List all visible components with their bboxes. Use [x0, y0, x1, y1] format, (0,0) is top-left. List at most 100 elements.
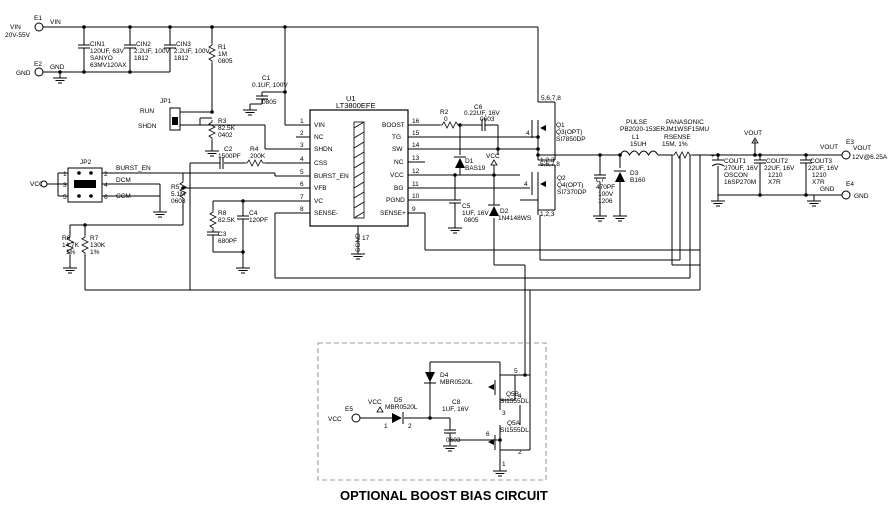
- svg-text:1%: 1%: [66, 249, 76, 256]
- svg-text:0.1UF, 100V: 0.1UF, 100V: [252, 82, 288, 89]
- svg-text:270UF, 16V: 270UF, 16V: [724, 165, 759, 172]
- c2: C2 1500PF: [218, 146, 241, 170]
- q5a-mosfet: Q5A SI1555DL 6 1 2: [486, 420, 529, 468]
- cout1: + COUT1 270UF, 16V OSCON 16SP270M: [711, 153, 759, 186]
- svg-text:Q2: Q2: [557, 175, 566, 182]
- port-e5-net: VCC: [328, 416, 342, 423]
- svg-text:12: 12: [412, 168, 420, 175]
- svg-text:VCC: VCC: [368, 399, 382, 406]
- svg-text:0: 0: [444, 116, 448, 123]
- gnd-out-label: GND: [820, 186, 835, 193]
- cin2: CIN2 2.2UF, 100V 1812: [123, 41, 170, 62]
- jp1-jumper[interactable]: JP1 RUN SHDN: [138, 98, 181, 131]
- svg-text:200K: 200K: [250, 153, 266, 160]
- svg-text:SI1555DL: SI1555DL: [500, 398, 529, 405]
- gnd-rail-label: GND: [50, 64, 65, 71]
- vcc-node: VCC: [486, 153, 500, 166]
- svg-text:PULSE: PULSE: [626, 119, 648, 126]
- svg-text:0805: 0805: [218, 58, 233, 65]
- port-e1[interactable]: E1 VIN 20V-55V VIN: [5, 15, 61, 39]
- q1-mosfet[interactable]: Q1 Q3(OPT) SI7850DP 4 5,6,7,8: [526, 95, 586, 161]
- vin-rail-label: VIN: [50, 19, 61, 26]
- svg-text:SI7370DP: SI7370DP: [557, 189, 587, 196]
- cout3: COUT3 22UF, 16V 1210 X7R: [799, 158, 839, 186]
- svg-text:VCC: VCC: [30, 181, 44, 188]
- svg-text:63MV120AX: 63MV120AX: [90, 62, 127, 69]
- svg-text:82.5K: 82.5K: [218, 125, 236, 132]
- r7: R7 130K 1%: [81, 234, 106, 256]
- svg-text:SHDN: SHDN: [138, 123, 157, 130]
- c7: C7 470PF 100V 1206: [593, 174, 615, 205]
- port-e4[interactable]: E4 GND GND: [820, 181, 869, 200]
- svg-text:RSENSE: RSENSE: [664, 134, 691, 141]
- c6: C6 0.22UF, 16V 0603: [464, 104, 500, 132]
- svg-text:1: 1: [502, 461, 506, 468]
- jp2-jumper[interactable]: JP2 1 2 3 4 5 6 VCC BURST_EN DCM CCM: [30, 159, 151, 203]
- boost-bias-circuit: OPTIONAL BOOST BIAS CIRCUIT VCC D5 MBR05…: [317, 342, 548, 503]
- q5b-mosfet: Q5B SI1555DL 5 4 3: [488, 368, 529, 417]
- svg-text:Q4(OPT): Q4(OPT): [557, 182, 583, 189]
- svg-text:1: 1: [384, 423, 388, 430]
- d1-diode: D1 BAS19: [454, 156, 486, 172]
- svg-text:BURST_EN: BURST_EN: [314, 173, 349, 180]
- svg-text:VC: VC: [314, 198, 323, 205]
- svg-text:120UF, 63V: 120UF, 63V: [90, 48, 125, 55]
- port-e3[interactable]: E3 VOUT 12V@6.25A VOUT: [820, 139, 888, 161]
- svg-text:Q5B: Q5B: [506, 391, 519, 398]
- u1-sgnd: SGND: [355, 233, 362, 252]
- svg-text:5.1M: 5.1M: [171, 191, 185, 198]
- port-e1-desc: 20V-55V: [5, 32, 31, 39]
- svg-text:1210: 1210: [768, 172, 783, 179]
- svg-text:X7R: X7R: [812, 179, 825, 186]
- svg-text:PB2020-153: PB2020-153: [620, 126, 657, 133]
- svg-text:1M: 1M: [218, 51, 227, 58]
- svg-text:14.7K: 14.7K: [62, 242, 80, 249]
- port-e5[interactable]: E5 VCC: [328, 406, 361, 423]
- svg-text:11: 11: [412, 181, 419, 188]
- port-e2-ref: E2: [34, 61, 42, 68]
- svg-text:2: 2: [408, 423, 412, 430]
- svg-text:8: 8: [300, 206, 304, 213]
- svg-text:1N4148WS: 1N4148WS: [498, 215, 532, 222]
- svg-text:3: 3: [63, 182, 67, 189]
- svg-text:JP2: JP2: [80, 159, 92, 166]
- svg-text:R8: R8: [218, 210, 227, 217]
- d5-diode: D5 MBR0520L 1 2: [384, 397, 418, 430]
- svg-text:VFB: VFB: [314, 185, 327, 192]
- svg-text:22UF, 16V: 22UF, 16V: [808, 165, 839, 172]
- svg-text:2: 2: [104, 171, 108, 178]
- svg-text:6: 6: [104, 194, 108, 201]
- port-e2[interactable]: E2 GND GND: [16, 61, 65, 77]
- u1-controller[interactable]: U1 LT3800EFE SGND 17 VIN 1 NC 2 SHDN 3 C…: [300, 94, 420, 252]
- svg-text:13: 13: [412, 155, 420, 162]
- svg-text:130K: 130K: [90, 242, 106, 249]
- c1: C1 0.1UF, 100V 0805: [252, 75, 288, 106]
- vout-rail-label: VOUT: [820, 144, 838, 151]
- svg-text:6: 6: [486, 431, 490, 438]
- svg-text:R1: R1: [218, 44, 227, 51]
- svg-text:C2: C2: [224, 146, 233, 153]
- u1-part: LT3800EFE: [336, 101, 375, 110]
- l1-inductor: PULSE PB2020-153 L1 15UH: [619, 119, 659, 156]
- svg-text:SANYO: SANYO: [90, 55, 113, 62]
- q2-mosfet[interactable]: Q2 Q4(OPT) SI7370DP 4 5,6,7,8 1,2,3 1,2,…: [524, 157, 587, 218]
- svg-text:14: 14: [412, 142, 420, 149]
- r4: R4 200K: [244, 146, 266, 167]
- d4-diode: D4 MBR0520L: [424, 372, 473, 386]
- svg-text:R3: R3: [218, 118, 227, 125]
- svg-text:SW: SW: [392, 146, 403, 153]
- svg-text:82.5K: 82.5K: [218, 217, 236, 224]
- svg-text:X7R: X7R: [768, 179, 781, 186]
- svg-text:TG: TG: [392, 134, 401, 141]
- svg-text:1206: 1206: [598, 198, 613, 205]
- svg-text:4: 4: [104, 182, 108, 189]
- svg-text:Q5A: Q5A: [507, 420, 521, 427]
- svg-text:CIN3: CIN3: [176, 41, 191, 48]
- svg-text:3: 3: [300, 142, 304, 149]
- r8: R8 82.5K: [209, 209, 236, 231]
- port-e1-ref: E1: [34, 15, 42, 22]
- svg-text:+: +: [711, 153, 715, 160]
- svg-text:SHDN: SHDN: [314, 146, 333, 153]
- svg-text:1,2,3: 1,2,3: [540, 157, 555, 164]
- port-e3-desc: 12V@6.25A: [852, 154, 888, 161]
